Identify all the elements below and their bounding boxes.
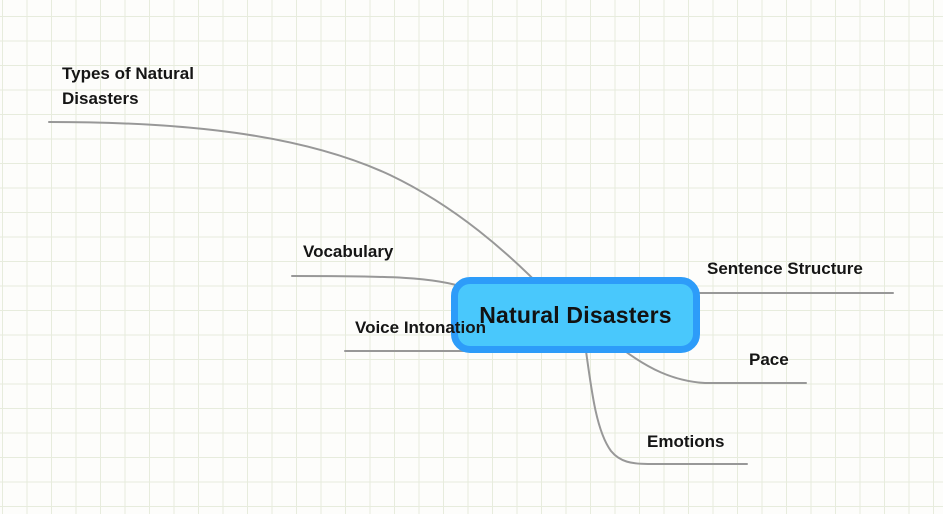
connector-pace <box>621 348 807 384</box>
branch-label-vocabulary[interactable]: Vocabulary <box>303 242 394 261</box>
branch-label-voice-intonation[interactable]: Voice Intonation <box>355 318 486 337</box>
branch-label-emotions[interactable]: Emotions <box>647 432 725 451</box>
central-node-label: Natural Disasters <box>479 301 672 328</box>
connector-vocabulary <box>291 275 467 289</box>
branch-label-types-of-natural-disasters[interactable]: Types of Natural Disasters <box>62 64 194 108</box>
connector-types-of-natural-disasters <box>48 121 553 299</box>
connector-emotions <box>585 350 748 465</box>
central-node[interactable]: Natural Disasters <box>451 277 700 353</box>
branch-label-sentence-structure[interactable]: Sentence Structure <box>707 259 863 278</box>
branch-label-pace[interactable]: Pace <box>749 350 789 369</box>
